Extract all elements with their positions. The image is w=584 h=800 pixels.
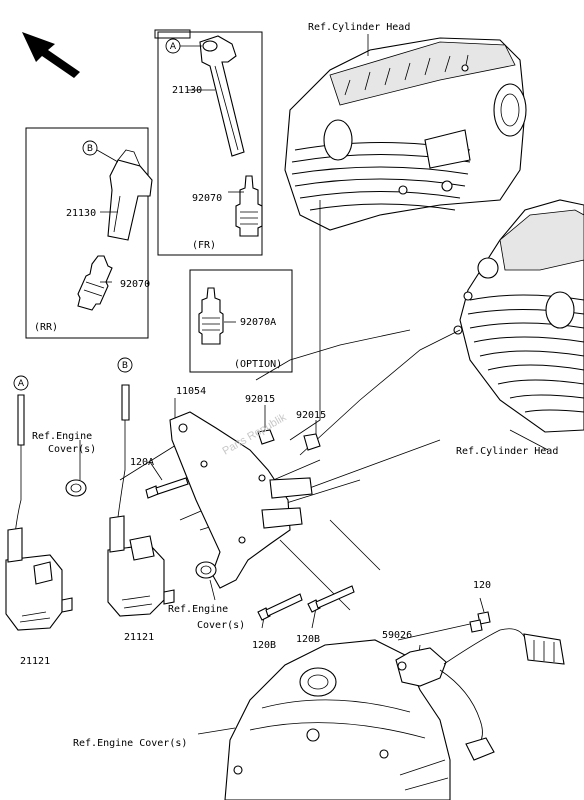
- cylinder-head-top: [284, 37, 527, 231]
- ignition-coil-left: [5, 527, 73, 631]
- ignition-coil-right: [107, 515, 175, 617]
- label-box-rr: (RR): [34, 322, 58, 333]
- front-direction-arrow: [22, 32, 80, 78]
- part-number-cap-rr: 21130: [66, 208, 96, 219]
- coil-bracket: [169, 411, 313, 589]
- svg-text:Parts Republik: Parts Republik: [221, 411, 289, 457]
- plug-cap-rr: [107, 149, 153, 241]
- spark-plug-rr: [77, 255, 113, 311]
- callout-b-hose: B: [117, 357, 133, 373]
- hose-a: [13, 394, 25, 546]
- svg-text:A: A: [18, 379, 25, 389]
- box-option: [189, 269, 293, 373]
- label-ref-engine-cover-left-1: Ref.Engine: [32, 431, 92, 442]
- box-fr: [154, 29, 263, 256]
- label-box-option: (OPTION): [234, 359, 282, 370]
- part-number-bracket: 11054: [176, 386, 206, 397]
- leader-lines: [79, 34, 549, 735]
- bolt-120b-right: [307, 585, 355, 613]
- part-number-bolt-120a: 120A: [130, 457, 154, 468]
- label-ref-engine-cover-bottom: Ref.Engine Cover(s): [73, 738, 187, 749]
- callout-b-rr: B: [82, 140, 119, 163]
- callout-a-hose: A: [13, 375, 29, 391]
- label-box-fr: (FR): [192, 240, 216, 251]
- nut-92015-right: [303, 433, 321, 451]
- box-rr: [25, 127, 149, 339]
- part-number-cap-fr: 21130: [172, 85, 202, 96]
- spark-plug-fr: [235, 175, 263, 237]
- plug-cap-fr: [199, 35, 245, 157]
- part-number-bolt-120: 120: [473, 580, 491, 591]
- watermark: Parts Republik: [221, 411, 289, 457]
- label-ref-cylinder-head-top: Ref.Cylinder Head: [308, 22, 410, 33]
- grommet-mid: [195, 561, 217, 579]
- svg-text:B: B: [87, 144, 93, 154]
- bolt-120a: [145, 477, 189, 499]
- svg-text:A: A: [170, 42, 177, 52]
- part-number-bolt-120b-left: 120B: [252, 640, 276, 651]
- nut-92015-left: [257, 429, 275, 445]
- part-number-plug-fr: 92070: [192, 193, 222, 204]
- label-ref-engine-cover-left-2: Cover(s): [48, 444, 96, 455]
- bolt-120b-left: [257, 593, 303, 621]
- engine-cover-bottom: [224, 639, 451, 800]
- label-ref-engine-cover-mid-1: Ref.Engine: [168, 604, 228, 615]
- cylinder-head-right: [453, 199, 584, 433]
- part-number-bolt-120b-right: 120B: [296, 634, 320, 645]
- part-number-nut-right: 92015: [296, 410, 326, 421]
- part-number-nut-left: 92015: [245, 394, 275, 405]
- part-number-coil-left: 21121: [20, 656, 50, 667]
- bolt-120: [469, 611, 491, 633]
- svg-text:B: B: [122, 361, 128, 371]
- sensor-59026: [395, 628, 565, 761]
- part-number-coil-right: 21121: [124, 632, 154, 643]
- grommet-left: [65, 479, 87, 497]
- part-number-sensor: 59026: [382, 630, 412, 641]
- part-number-plug-rr: 92070: [120, 279, 150, 290]
- part-number-plug-option: 92070A: [240, 317, 276, 328]
- callout-a-fr: A: [165, 38, 202, 54]
- label-ref-cylinder-head-right: Ref.Cylinder Head: [456, 446, 558, 457]
- label-ref-engine-cover-mid-2: Cover(s): [197, 620, 245, 631]
- spark-plug-option: [198, 287, 224, 345]
